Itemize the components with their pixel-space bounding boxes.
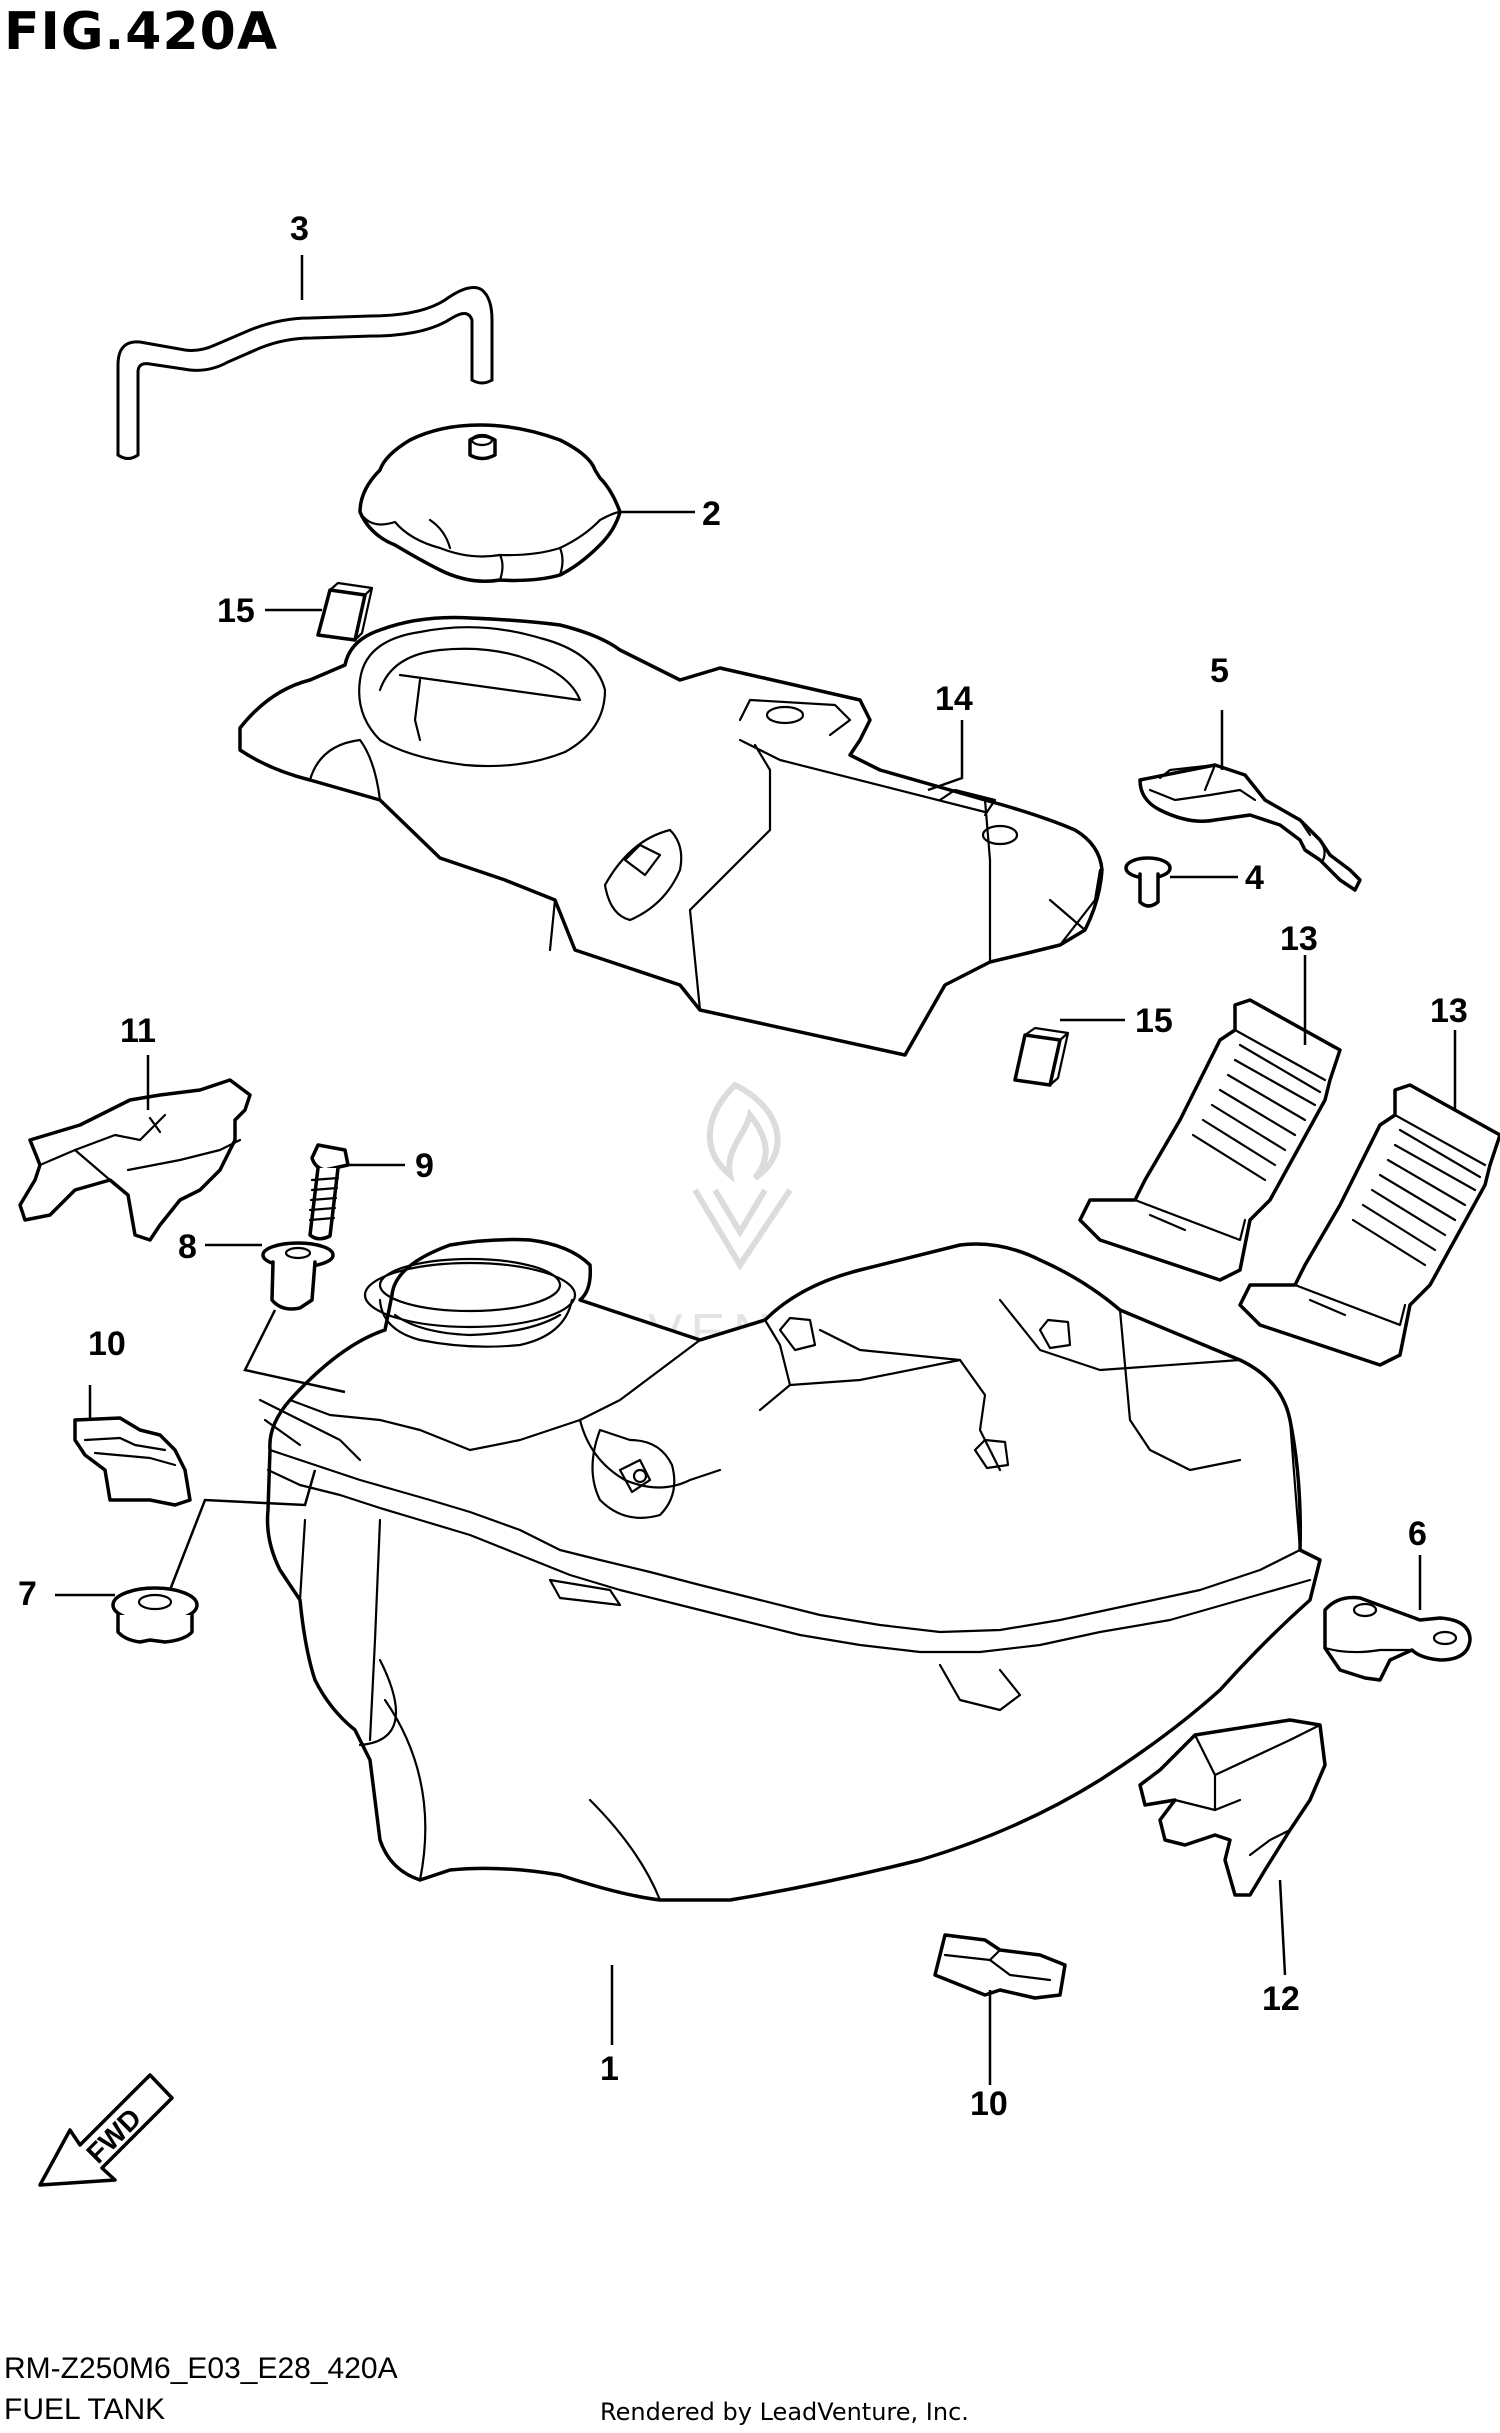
- part-10-left-clip[interactable]: [73, 1416, 192, 1507]
- part-12-guard[interactable]: [1138, 1718, 1327, 1897]
- callout-8: 8: [178, 1228, 197, 1266]
- part-13-right-strap[interactable]: [1238, 1083, 1500, 1367]
- fwd-arrow-icon: FWD: [38, 2073, 174, 2187]
- leader-12: [1278, 1879, 1287, 1976]
- part-11-bracket[interactable]: [18, 1078, 252, 1242]
- part-6-bracket[interactable]: [1323, 1595, 1472, 1682]
- callout-numbers: 3 2 15 14 5 4 15 13 13 11 9 8 10 7 6 12 …: [18, 210, 1468, 2123]
- callout-5: 5: [1210, 652, 1229, 690]
- part-7-grommet[interactable]: [111, 1586, 199, 1644]
- leader-7-axis: [168, 1469, 317, 1591]
- callout-4: 4: [1245, 859, 1264, 897]
- part-3-vent-hose[interactable]: [116, 286, 494, 460]
- part-15-lower-pad[interactable]: [1013, 1026, 1070, 1087]
- figure-title: FIG.420A: [4, 2, 279, 62]
- leader-14: [927, 720, 964, 792]
- part-2-fuel-cap[interactable]: [358, 423, 622, 583]
- callout-9: 9: [415, 1147, 434, 1185]
- footer-rendered-by: Rendered by LeadVenture, Inc.: [600, 2398, 969, 2426]
- callout-11: 11: [120, 1012, 156, 1050]
- leader-8-axis: [243, 1309, 346, 1394]
- part-15-upper-pad[interactable]: [316, 581, 374, 642]
- footer-model-code: RM-Z250M6_E03_E28_420A: [4, 2352, 398, 2385]
- callout-14: 14: [935, 680, 973, 718]
- part-8-collar[interactable]: [261, 1241, 335, 1311]
- part-9-bolt[interactable]: [308, 1143, 350, 1241]
- part-10-right-clip[interactable]: [933, 1933, 1067, 2000]
- callout-7: 7: [18, 1575, 37, 1613]
- callout-10-left: 10: [88, 1325, 126, 1363]
- footer-section-name: FUEL TANK: [4, 2393, 166, 2426]
- part-1-fuel-tank[interactable]: [258, 1237, 1322, 1902]
- callout-13-left: 13: [1280, 920, 1318, 958]
- callout-2: 2: [702, 495, 721, 533]
- part-4-bolt[interactable]: [1124, 856, 1172, 908]
- leader-lines: [55, 255, 1457, 2085]
- part-14-tank-cover[interactable]: [238, 615, 1104, 1057]
- callout-15-upper: 15: [217, 592, 255, 630]
- part-13-left-strap[interactable]: [1078, 998, 1342, 1282]
- callout-3: 3: [290, 210, 309, 248]
- callout-12: 12: [1262, 1980, 1300, 2018]
- callout-10-right: 10: [970, 2085, 1008, 2123]
- callout-13-right: 13: [1430, 992, 1468, 1030]
- callout-6: 6: [1408, 1515, 1427, 1553]
- callout-1: 1: [600, 2050, 619, 2088]
- callout-15-lower: 15: [1135, 1002, 1173, 1040]
- part-5-bracket[interactable]: [1138, 763, 1362, 892]
